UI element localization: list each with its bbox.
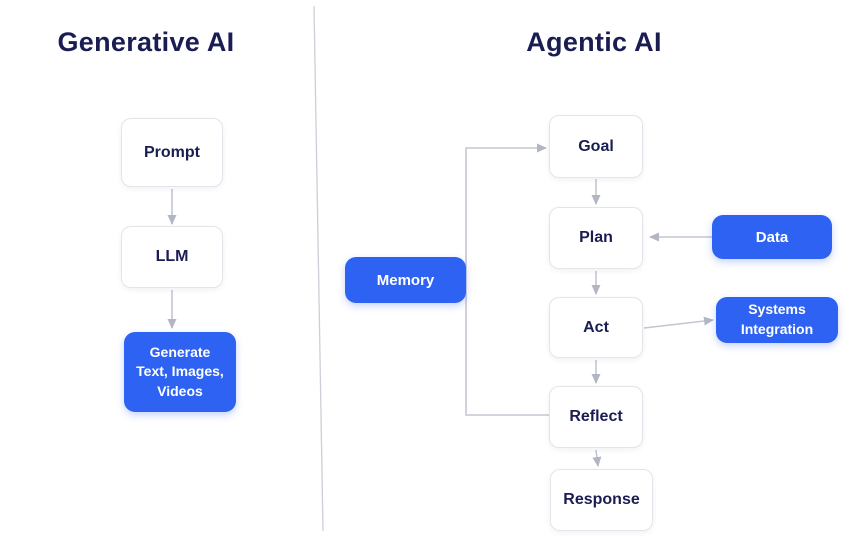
node-llm: LLM	[121, 226, 223, 288]
node-systems-integration-label: Systems Integration	[741, 300, 813, 339]
node-memory-label: Memory	[376, 271, 435, 289]
node-response-label: Response	[563, 491, 640, 508]
arrow-reflect-to-goal-loop	[465, 143, 549, 416]
node-data: Data	[712, 215, 832, 259]
node-reflect-label: Reflect	[569, 408, 623, 425]
node-systems-integration: Systems Integration	[716, 297, 838, 343]
node-prompt-label: Prompt	[144, 143, 200, 161]
node-systems-integration-line2: Integration	[740, 321, 814, 337]
node-generate-output-label: Generate Text, Images, Videos	[136, 343, 224, 402]
arrow-act-to-systems-integration	[643, 316, 714, 329]
node-generate-output-line2: Text, Images,	[136, 363, 224, 380]
node-goal-label: Goal	[578, 137, 614, 155]
node-generate-output-line3: Videos	[157, 382, 203, 399]
node-plan-label: Plan	[579, 229, 613, 246]
node-systems-integration-line1: Systems	[748, 301, 806, 318]
generative-ai-title: Generative AI	[57, 27, 235, 57]
node-generate-output: Generate Text, Images, Videos	[124, 332, 236, 412]
node-response: Response	[550, 469, 653, 531]
node-data-label: Data	[755, 228, 789, 246]
node-goal: Goal	[549, 115, 643, 178]
node-prompt: Prompt	[121, 118, 223, 187]
node-act: Act	[549, 297, 643, 358]
arrow-reflect-to-response	[592, 449, 602, 467]
node-generate-output-line1: Generate	[149, 343, 211, 360]
agentic-ai-title: Agentic AI	[526, 27, 662, 57]
node-llm-label: LLM	[155, 248, 189, 265]
node-plan: Plan	[549, 207, 643, 269]
node-reflect: Reflect	[549, 386, 643, 448]
panel-divider	[313, 5, 324, 532]
node-act-label: Act	[583, 318, 609, 336]
node-memory: Memory	[345, 257, 466, 303]
